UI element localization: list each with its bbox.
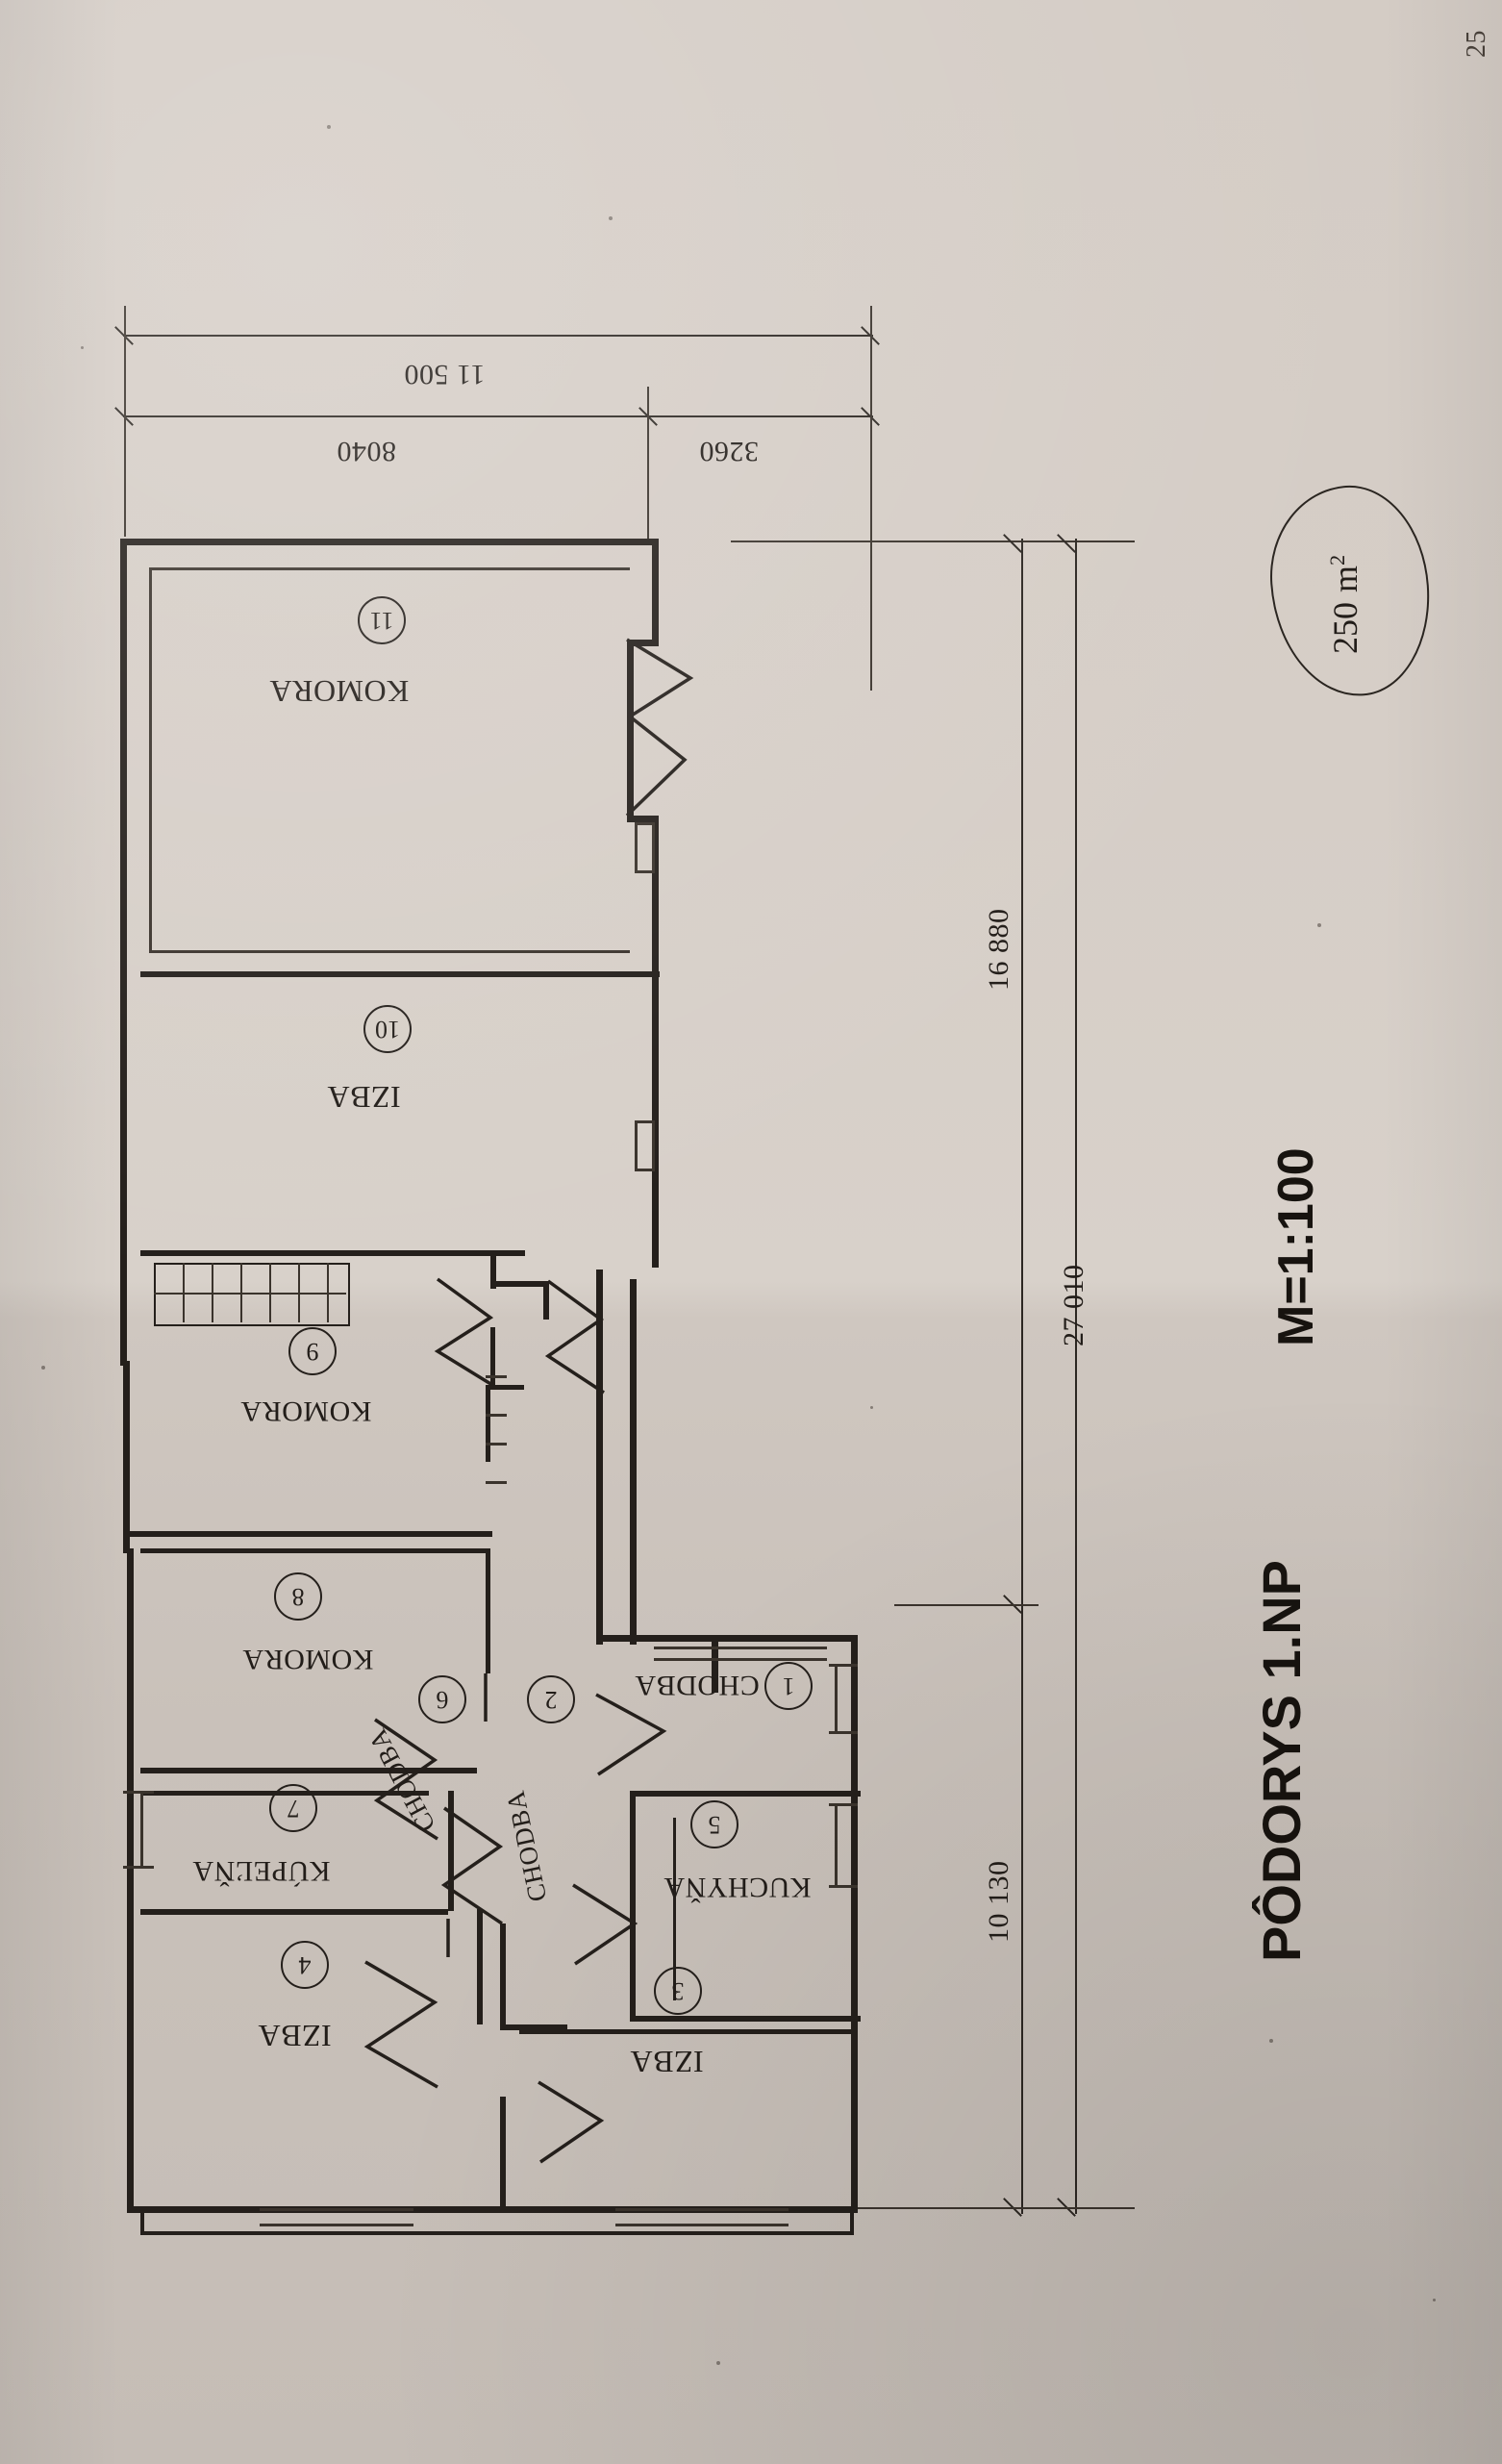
area-value: 250 — [1326, 602, 1364, 654]
dimension-label-10130: 10 130 — [983, 1860, 1014, 1944]
scale-label: M=1:100 — [1268, 1147, 1324, 1346]
room-label-11: KOMORA — [269, 674, 410, 709]
dimension-label-8040: 8040 — [337, 436, 396, 467]
room-number-6: 6 — [418, 1675, 466, 1723]
staircase — [154, 1263, 350, 1326]
room-label-1: CHODBA — [635, 1670, 760, 1701]
area-annotation-value: 250 m2 — [1325, 555, 1365, 654]
room-number-10: 10 — [363, 1005, 412, 1053]
room-label-9: KOMORA — [240, 1395, 372, 1427]
dimension-label-11500: 11 500 — [404, 359, 486, 390]
dimension-label-27010: 27 010 — [1058, 1264, 1089, 1347]
dimension-label-3260: 3260 — [699, 436, 759, 467]
dimension-label-16880: 16 880 — [983, 908, 1014, 992]
room-number-8: 8 — [274, 1572, 322, 1621]
room-number-9: 9 — [288, 1327, 337, 1375]
room-label-7: KÚPEĽŇA — [192, 1855, 331, 1887]
room-number-2: 2 — [527, 1675, 575, 1723]
room-number-3: 3 — [654, 1967, 702, 2015]
room-label-8: KOMORA — [242, 1644, 374, 1675]
room-number-5: 5 — [690, 1800, 738, 1848]
room-number-11: 11 — [358, 596, 406, 644]
area-exponent: 2 — [1325, 554, 1349, 566]
page-title: PÔDORYS 1.NP — [1251, 1559, 1312, 1962]
room-label-5: KUCHYŇA — [663, 1872, 812, 1903]
margin-mark: 25 — [1462, 30, 1491, 58]
room-label-10: IZBA — [327, 1080, 401, 1115]
area-unit: m — [1326, 565, 1364, 592]
room-number-1: 1 — [764, 1662, 813, 1710]
room-number-7: 7 — [269, 1784, 317, 1832]
room-label-3: IZBA — [630, 2045, 704, 2079]
room-label-4: IZBA — [258, 2019, 332, 2053]
room-number-4: 4 — [281, 1941, 329, 1989]
